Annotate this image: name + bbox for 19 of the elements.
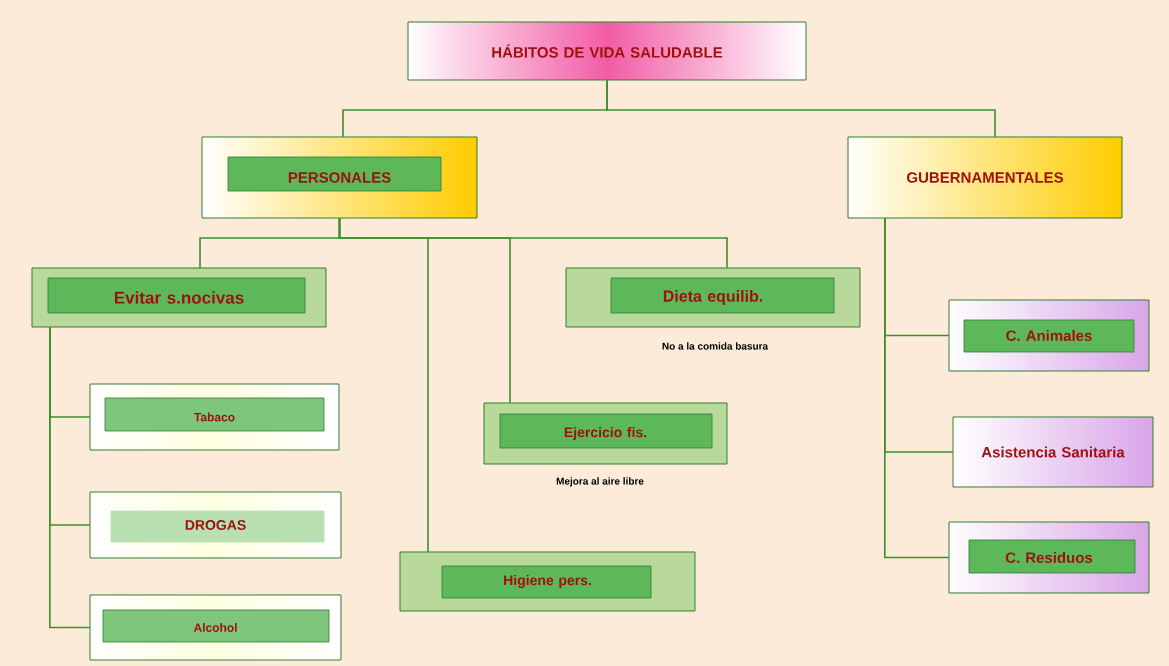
topic-box: Dieta equilib. [565, 267, 861, 328]
connector-line [338, 217, 728, 269]
connector-line [49, 326, 91, 629]
category-box: PERSONALES [201, 136, 478, 219]
connector-line [606, 79, 996, 138]
caption-text: Mejora al aire libre [556, 477, 644, 487]
category-box: GUBERNAMENTALES [847, 136, 1123, 219]
item-box: DROGAS [89, 491, 342, 559]
topic-box: Higiene pers. [399, 551, 696, 612]
topic-box: Ejercicio fis. [483, 402, 728, 465]
caption-text: No a la comida basura [662, 342, 769, 350]
topic-box: Asistencia Sanitaria [952, 416, 1154, 488]
topic-box: C. Residuos [948, 521, 1150, 594]
item-box: Alcohol [89, 594, 342, 661]
connector-line [884, 217, 950, 559]
item-box: Tabaco [89, 383, 340, 451]
topic-box: C. Animales [948, 299, 1150, 372]
title-box: HÁBITOS DE VIDA SALUDABLE [407, 21, 807, 81]
topic-box: Evitar s.nocivas [31, 267, 327, 328]
